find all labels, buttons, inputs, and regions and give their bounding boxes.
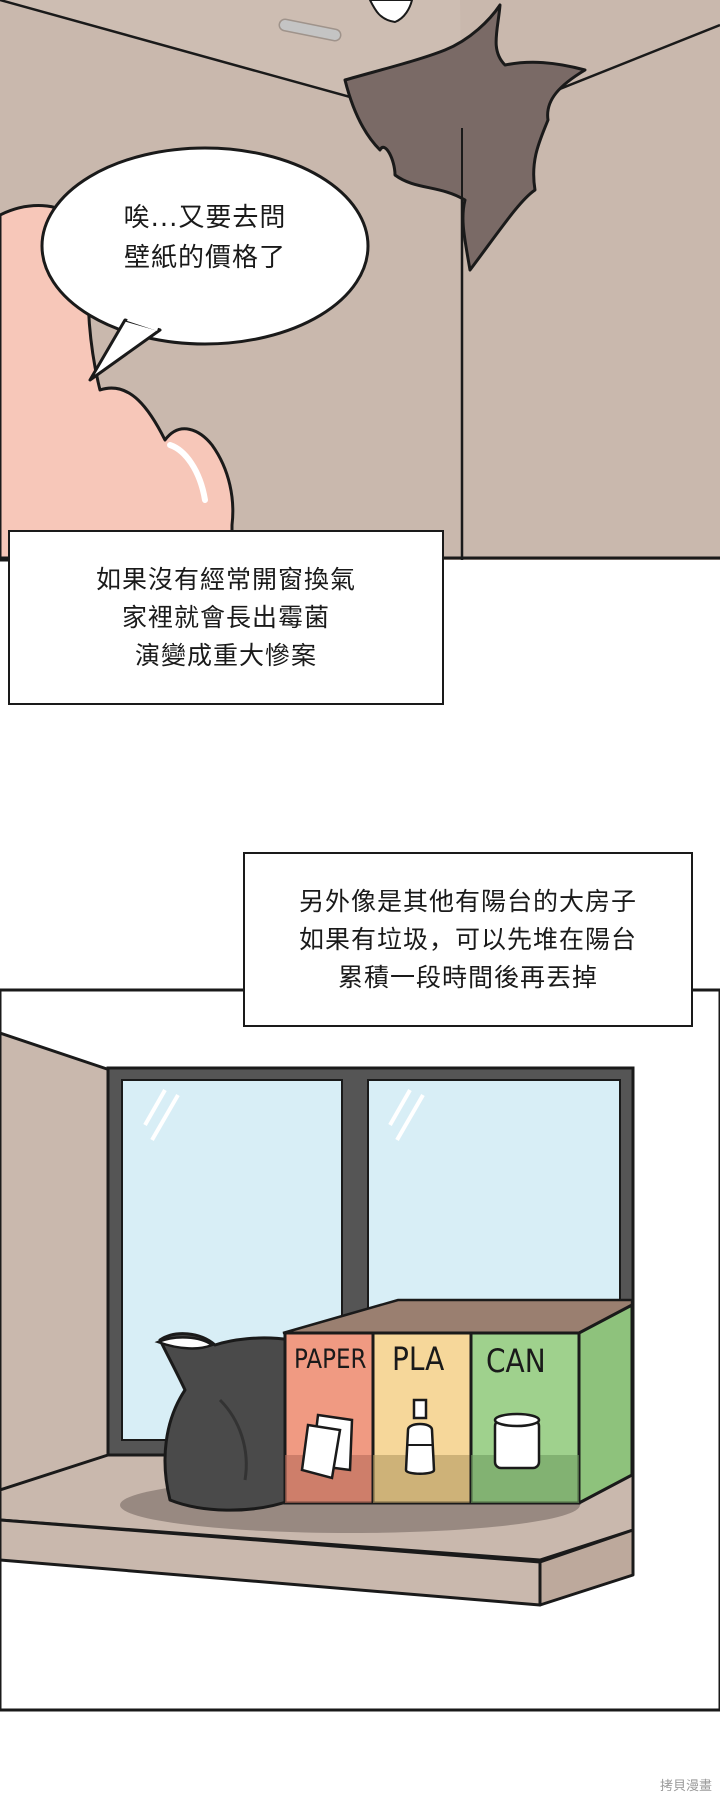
character-ear-detail bbox=[167, 442, 208, 503]
paper-sheets-icon bbox=[300, 1413, 354, 1480]
caption-line: 如果沒有經常開窗換氣 bbox=[95, 564, 356, 594]
caption-line: 如果有垃圾，可以先堆在陽台 bbox=[298, 924, 637, 954]
can-icon bbox=[493, 1412, 541, 1470]
glass-shine bbox=[150, 1093, 180, 1142]
can-bin-label: CAN bbox=[486, 1342, 546, 1380]
trash-bag-fold bbox=[218, 1398, 248, 1481]
left-wall bbox=[0, 1031, 112, 1492]
caption-line: 累積一段時間後再丟掉 bbox=[337, 962, 598, 992]
caption-line: 家裡就會長出霉菌 bbox=[121, 602, 330, 632]
can-bin-side bbox=[577, 1303, 634, 1505]
glass-shine bbox=[143, 1089, 167, 1126]
panel-2-caption-box: 另外像是其他有陽台的大房子 如果有垃圾，可以先堆在陽台 累積一段時間後再丟掉 bbox=[243, 852, 693, 1027]
sfx-mark bbox=[280, 20, 340, 40]
watermark: 拷貝漫畫 bbox=[659, 1779, 712, 1794]
speech-line: 唉...又要去問 bbox=[123, 203, 287, 233]
plastic-bin-label: PLA bbox=[392, 1340, 445, 1378]
speech-bubble-shape bbox=[40, 146, 370, 346]
balcony-ledge-side bbox=[538, 1528, 635, 1607]
caption-line: 演變成重大慘案 bbox=[134, 640, 317, 670]
bottle-icon bbox=[404, 1398, 436, 1475]
panel-2-art bbox=[0, 988, 720, 1712]
mold-stain bbox=[343, 3, 587, 272]
speech-bubble-tail-mask bbox=[127, 315, 159, 331]
speech-line: 壁紙的價格了 bbox=[123, 243, 286, 273]
panel-1-art bbox=[0, 0, 720, 562]
trash-bag-knot bbox=[154, 1336, 215, 1350]
speech-bubble-text: 唉...又要去問 壁紙的價格了 bbox=[90, 198, 320, 278]
panel-1-caption-box: 如果沒有經常開窗換氣 家裡就會長出霉菌 演變成重大慘案 bbox=[8, 530, 444, 705]
trash-bag bbox=[158, 1332, 294, 1512]
glass-shine bbox=[395, 1093, 425, 1142]
sfx-mark-outline bbox=[278, 18, 342, 42]
paper-bin-label: PAPER bbox=[294, 1345, 367, 1375]
caption-line: 另外像是其他有陽台的大房子 bbox=[298, 886, 637, 916]
sfx-glyph bbox=[368, 0, 414, 24]
glass-shine bbox=[388, 1089, 412, 1126]
